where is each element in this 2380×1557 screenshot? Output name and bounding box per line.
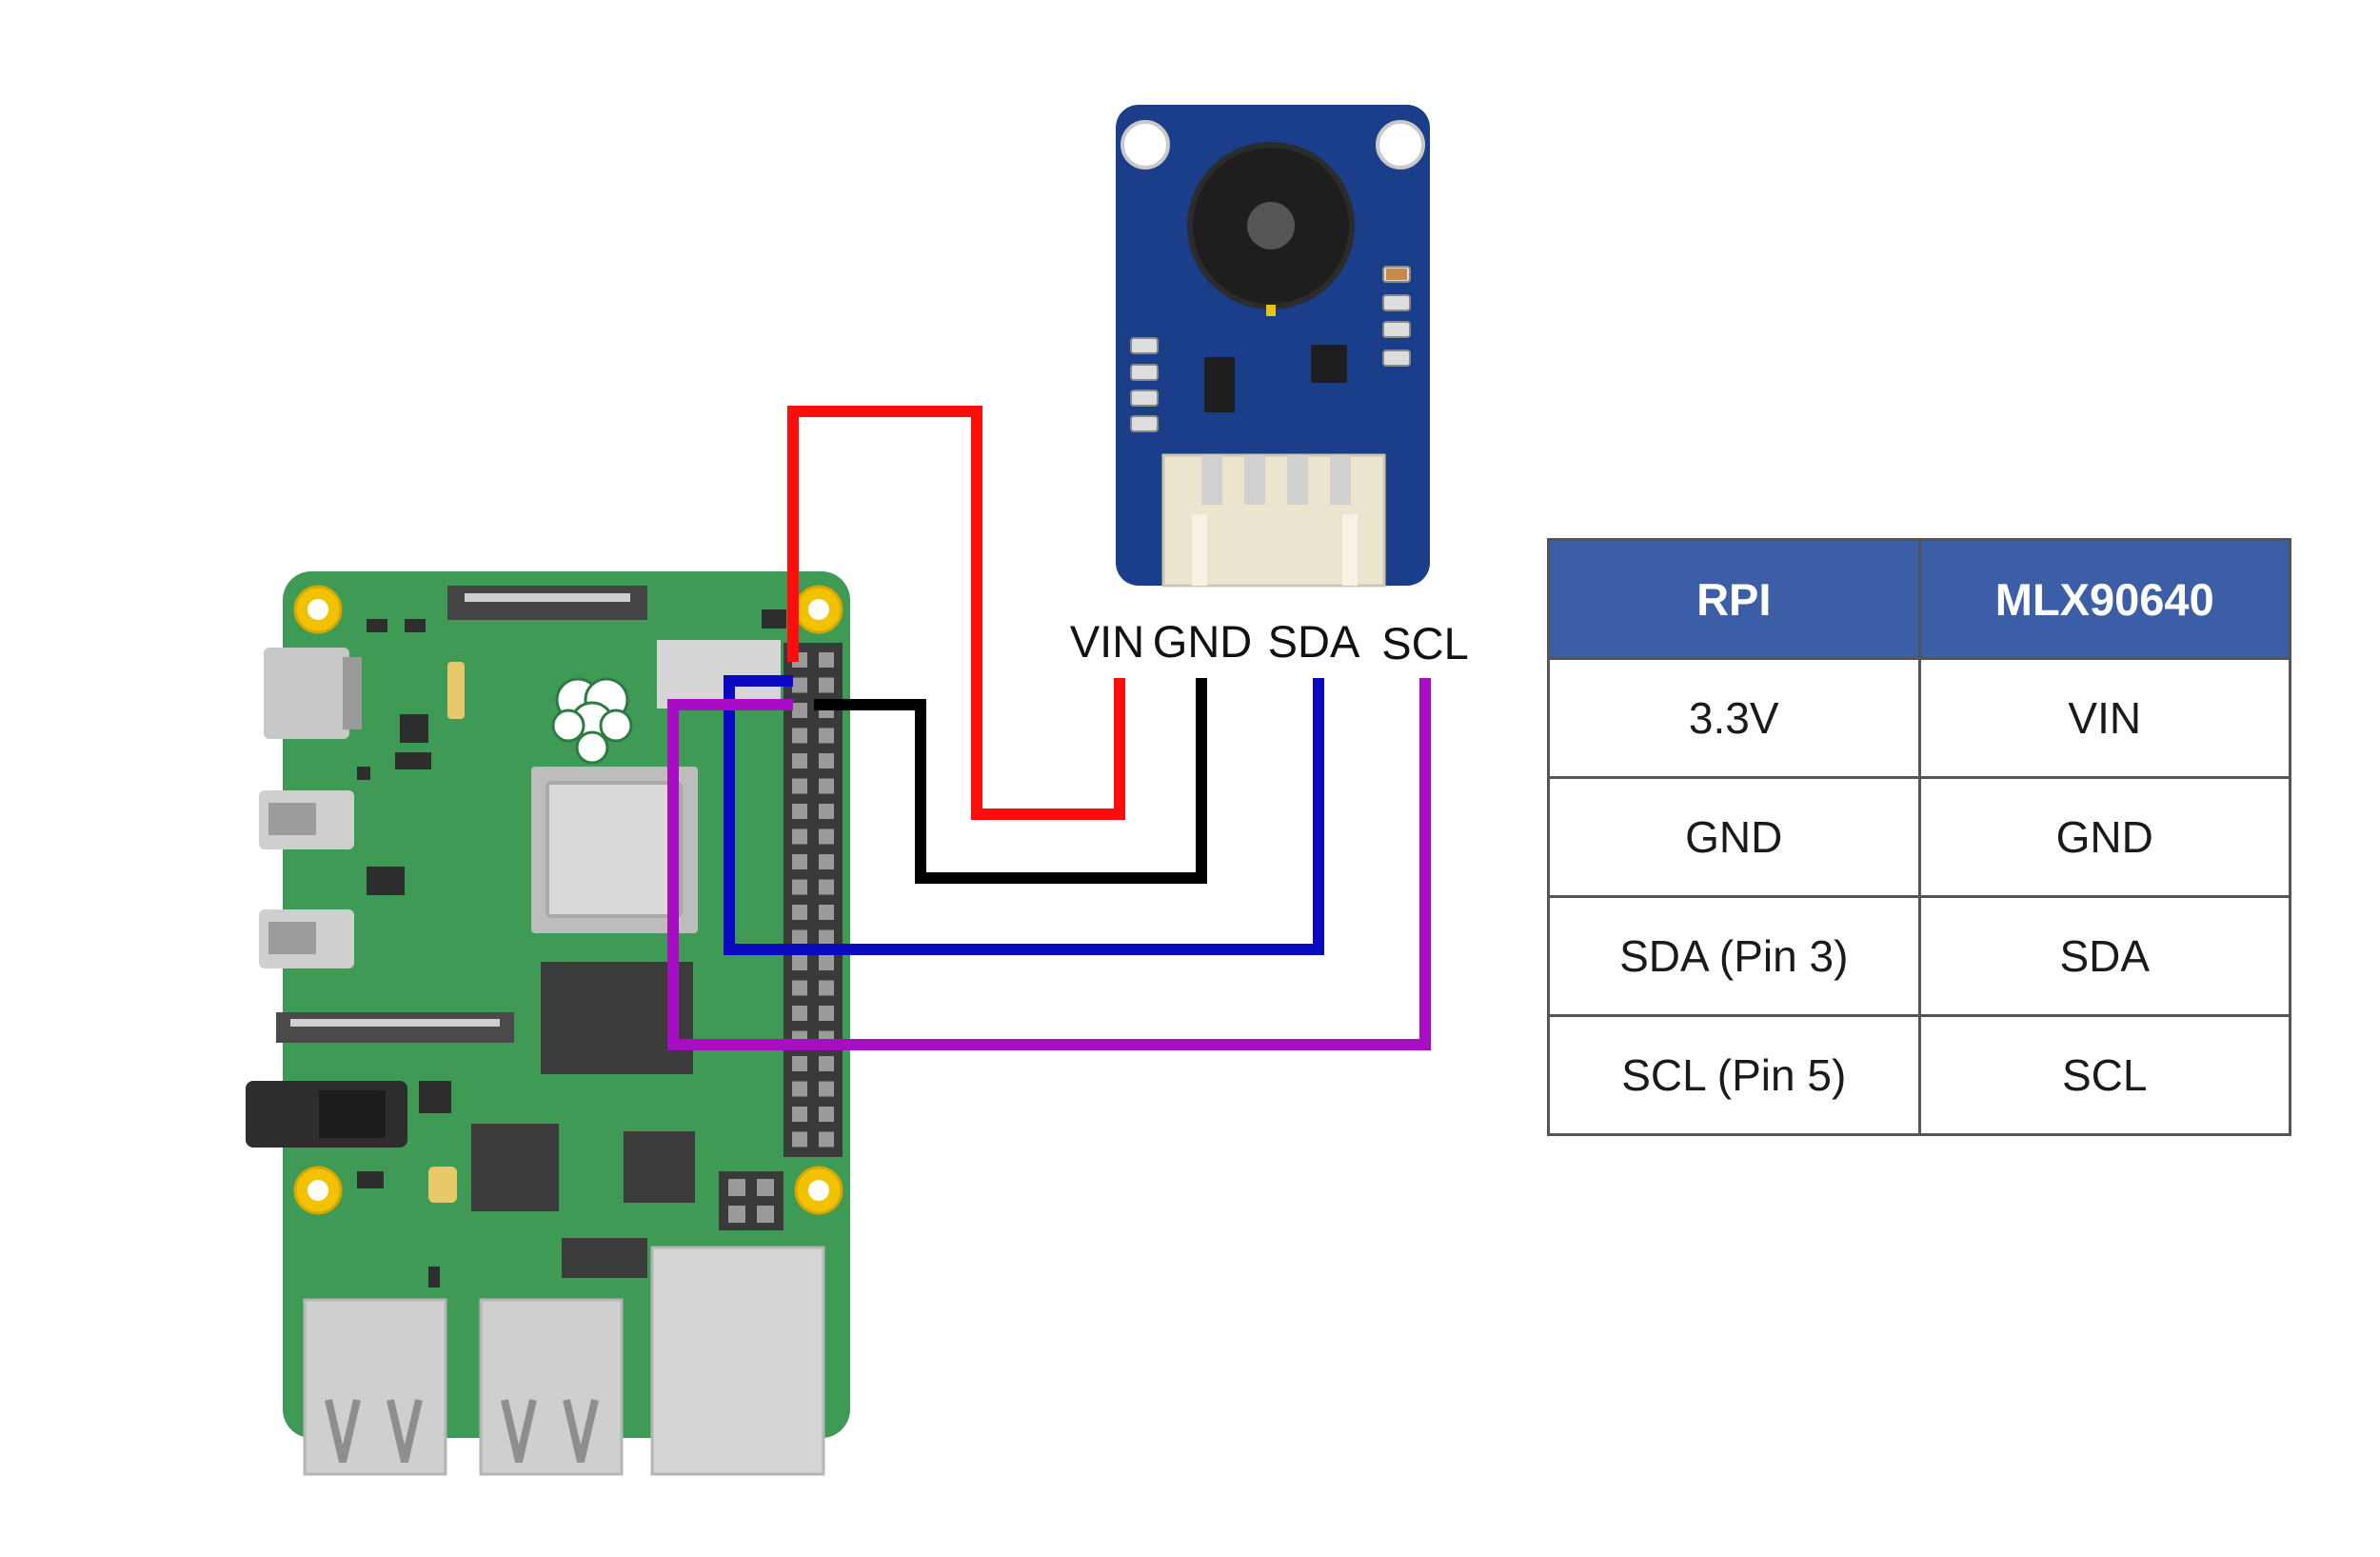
gpio-pin [792, 728, 807, 744]
gpio-header [783, 643, 843, 1157]
gpio-pin [792, 1081, 807, 1097]
gpio-pin [792, 1006, 807, 1021]
gpio-pin [819, 955, 834, 970]
gpio-pin [819, 1056, 834, 1071]
table-cell-rpi: SDA (Pin 3) [1547, 895, 1921, 1017]
gpio-pin [819, 1006, 834, 1021]
pin-label-scl: SCL [1381, 618, 1468, 669]
table-row: SCL (Pin 5) SCL [1547, 1014, 2291, 1136]
usb-c-port [264, 648, 349, 739]
gpio-pin [792, 804, 807, 819]
gpio-pin [792, 879, 807, 895]
gpio-pin [792, 929, 807, 946]
gpio-pin [819, 804, 834, 819]
table-row: 3.3V VIN [1547, 657, 2291, 779]
sensor-connector [1161, 453, 1386, 588]
gpio-pin [819, 879, 834, 895]
gpio-pins [792, 652, 834, 1148]
gpio-pin [819, 652, 834, 668]
wiring-table: RPI MLX90640 3.3V VIN GND GND SDA (Pin 3… [1547, 538, 2291, 1136]
ethernet-port [650, 1246, 825, 1476]
mounting-holes [293, 585, 843, 1215]
usb-port-1 [303, 1298, 447, 1476]
gpio-pin [792, 703, 807, 718]
gpio-pin [792, 753, 807, 769]
gpio-pin [819, 905, 834, 920]
table-cell-mlx: VIN [1917, 657, 2291, 779]
table-cell-mlx: SDA [1917, 895, 2291, 1017]
gpio-pin [819, 980, 834, 996]
ethernet-chip [624, 1131, 695, 1203]
gpio-pin [792, 980, 807, 996]
pin-label-sda: SDA [1268, 616, 1360, 667]
table-header-row: RPI MLX90640 [1547, 538, 2291, 660]
table-header-mlx90640: MLX90640 [1917, 538, 2291, 660]
wire-gnd [814, 678, 1207, 884]
gpio-pin [819, 828, 834, 845]
usb-controller-chip [471, 1124, 559, 1211]
table-row: SDA (Pin 3) SDA [1547, 895, 2291, 1017]
gpio-pin [819, 677, 834, 693]
gpio-pin [819, 1107, 834, 1122]
pin-label-vin: VIN [1070, 616, 1144, 667]
wire-vin [787, 406, 1125, 820]
gpio-pin [819, 728, 834, 744]
wire-sda [724, 675, 1324, 955]
gpio-pin [819, 778, 834, 794]
table-row: GND GND [1547, 776, 2291, 898]
table-cell-rpi: SCL (Pin 5) [1547, 1014, 1921, 1136]
gpio-pin [819, 1131, 834, 1148]
gpio-pin [792, 905, 807, 920]
table-cell-mlx: SCL [1917, 1014, 2291, 1136]
mlx90640-sensor-board [1116, 105, 1430, 588]
gpio-pin [792, 854, 807, 869]
gpio-pin [819, 854, 834, 869]
table-cell-rpi: GND [1547, 776, 1921, 898]
raspberry-logo-icon [551, 677, 633, 765]
display-connector [447, 586, 647, 620]
gpio-pin [792, 778, 807, 794]
pin-label-gnd: GND [1153, 616, 1252, 667]
gpio-pin [792, 1056, 807, 1071]
gpio-pin [819, 1081, 834, 1097]
camera-connector [276, 1012, 514, 1043]
gpio-pin [792, 1107, 807, 1122]
raspberry-pi-board [246, 571, 850, 1476]
gpio-pin [819, 929, 834, 946]
usb-port-2 [479, 1298, 624, 1476]
gpio-pin [792, 955, 807, 970]
table-header-rpi: RPI [1547, 538, 1921, 660]
gpio-pin [792, 677, 807, 693]
gpio-pin [819, 753, 834, 769]
table-cell-rpi: 3.3V [1547, 657, 1921, 779]
table-cell-mlx: GND [1917, 776, 2291, 898]
gpio-pin [792, 1131, 807, 1148]
gpio-pin [792, 828, 807, 845]
wire-scl [667, 678, 1431, 1050]
